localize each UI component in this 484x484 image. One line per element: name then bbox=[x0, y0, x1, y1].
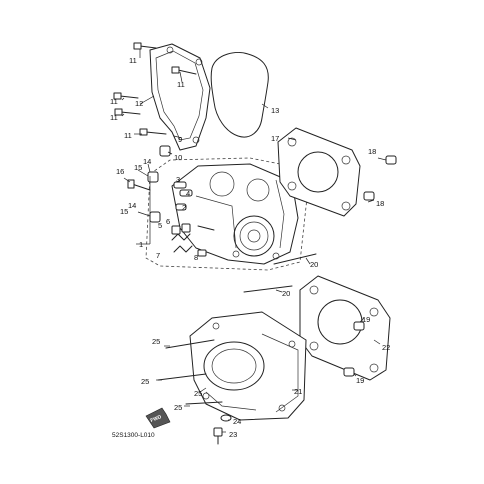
callout-21: 21 bbox=[294, 387, 302, 396]
callout-10: 10 bbox=[174, 153, 182, 162]
cover-gasket bbox=[210, 52, 269, 138]
callout-23: 23 bbox=[229, 430, 237, 439]
fwd-arrow-icon: FWD bbox=[145, 407, 171, 429]
callout-18: 18 bbox=[368, 147, 376, 156]
callout-9: 9 bbox=[178, 135, 182, 144]
part-10-grommet bbox=[159, 145, 171, 157]
diagram-code: 52S1300-L010 bbox=[112, 432, 155, 439]
callout-11: 11 bbox=[110, 97, 118, 106]
dowel-pins-18 bbox=[363, 155, 397, 201]
callout-22: 22 bbox=[382, 343, 390, 352]
callout-19: 19 bbox=[362, 315, 370, 324]
cylinder-block bbox=[189, 311, 307, 421]
callout-11: 11 bbox=[110, 113, 118, 122]
callout-11: 11 bbox=[129, 56, 137, 65]
callout-8: 8 bbox=[194, 253, 198, 262]
callout-15: 15 bbox=[120, 207, 128, 216]
dowel-pins-19 bbox=[343, 321, 365, 377]
head-cover bbox=[149, 43, 211, 151]
callout-20: 20 bbox=[310, 260, 318, 269]
callout-20: 20 bbox=[282, 289, 290, 298]
callout-3: 3 bbox=[176, 175, 180, 184]
callout-19: 19 bbox=[356, 376, 364, 385]
callout-12: 12 bbox=[135, 99, 143, 108]
leader-lines bbox=[121, 49, 387, 433]
callout-24: 24 bbox=[233, 417, 241, 426]
fwd-label: FWD bbox=[150, 414, 163, 424]
callout-16: 16 bbox=[116, 167, 124, 176]
callout-4: 4 bbox=[186, 189, 190, 198]
stud-bolts-25 bbox=[157, 339, 223, 405]
callout-7: 7 bbox=[156, 251, 160, 260]
callout-17: 17 bbox=[271, 134, 279, 143]
callout-1: 1 bbox=[139, 240, 143, 249]
callout-14: 14 bbox=[143, 157, 151, 166]
cylinder-gasket bbox=[299, 275, 391, 381]
callout-15: 15 bbox=[134, 163, 142, 172]
callout-25: 25 bbox=[194, 389, 202, 398]
head-small-parts bbox=[127, 171, 215, 257]
callout-14: 14 bbox=[128, 201, 136, 210]
callout-6: 6 bbox=[166, 217, 170, 226]
callout-18: 18 bbox=[376, 199, 384, 208]
callout-13: 13 bbox=[271, 106, 279, 115]
cylinder-head bbox=[145, 157, 311, 271]
stud-bolts-20 bbox=[243, 253, 317, 293]
callout-25: 25 bbox=[152, 337, 160, 346]
callout-11: 11 bbox=[124, 131, 132, 140]
callout-25: 25 bbox=[141, 377, 149, 386]
cover-bolts bbox=[113, 42, 197, 136]
head-gasket bbox=[277, 127, 361, 217]
callout-5: 5 bbox=[158, 221, 162, 230]
callout-2: 2 bbox=[182, 203, 186, 212]
callout-labels: 11 11 11 11 12 11 9 10 13 17 18 18 14 15… bbox=[110, 56, 390, 439]
callout-25: 25 bbox=[174, 403, 182, 412]
callout-11: 11 bbox=[177, 80, 185, 89]
